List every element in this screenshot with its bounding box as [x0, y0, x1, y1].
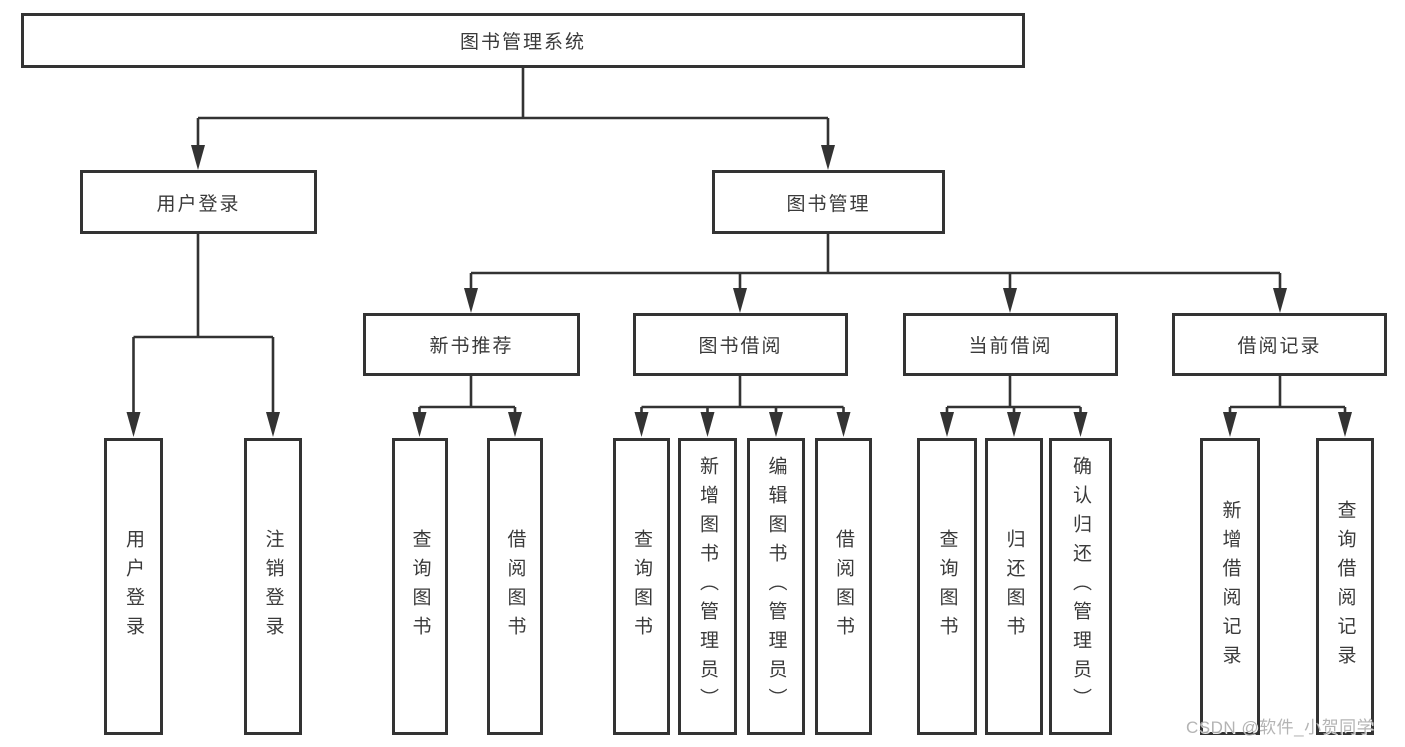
leaf-borrow-books-borrowing: 借阅图书: [815, 438, 872, 735]
leaf-query-books-recommend: 查询图书: [392, 438, 448, 735]
leaf-user-login-label: 用户登录: [123, 528, 144, 645]
node-current-borrowing: 当前借阅: [903, 313, 1118, 376]
node-new-book-recommend: 新书推荐: [363, 313, 580, 376]
leaf-add-book-admin-label: 新增图书（管理员）: [697, 456, 718, 717]
leaf-logout: 注销登录: [244, 438, 302, 735]
leaf-edit-book-admin: 编辑图书（管理员）: [747, 438, 805, 735]
node-user-login: 用户登录: [80, 170, 317, 234]
leaf-logout-label: 注销登录: [262, 528, 284, 645]
leaf-query-borrow-record-label: 查询借阅记录: [1334, 499, 1356, 674]
node-borrow-records: 借阅记录: [1172, 313, 1387, 376]
leaf-edit-book-admin-label: 编辑图书（管理员）: [765, 456, 787, 717]
leaf-query-borrow-record: 查询借阅记录: [1316, 438, 1374, 735]
leaf-confirm-return-admin: 确认归还（管理员）: [1049, 438, 1112, 735]
leaf-query-books-borrowing: 查询图书: [613, 438, 670, 735]
node-book-borrowing: 图书借阅: [633, 313, 848, 376]
leaf-return-books: 归还图书: [985, 438, 1043, 735]
connector-line-group: [132, 68, 1347, 418]
leaf-return-books-label: 归还图书: [1003, 528, 1025, 645]
leaf-add-borrow-record-label: 新增借阅记录: [1219, 499, 1241, 674]
leaf-user-login: 用户登录: [104, 438, 163, 735]
leaf-confirm-return-admin-label: 确认归还（管理员）: [1070, 456, 1091, 717]
leaf-borrow-books-recommend-label: 借阅图书: [504, 528, 526, 645]
leaf-borrow-books-borrowing-label: 借阅图书: [833, 528, 854, 645]
leaf-add-book-admin: 新增图书（管理员）: [678, 438, 737, 735]
leaf-query-books-borrowing-label: 查询图书: [631, 528, 652, 645]
csdn-watermark: CSDN @软件_小贺同学: [1186, 718, 1375, 737]
leaf-query-books-recommend-label: 查询图书: [409, 528, 431, 645]
leaf-query-books-current: 查询图书: [917, 438, 977, 735]
leaf-borrow-books-recommend: 借阅图书: [487, 438, 543, 735]
node-book-management: 图书管理: [712, 170, 945, 234]
leaf-add-borrow-record: 新增借阅记录: [1200, 438, 1260, 735]
node-library-management-system: 图书管理系统: [21, 13, 1025, 68]
leaf-query-books-current-label: 查询图书: [936, 528, 958, 645]
arrowhead-down-icons: [126, 145, 1352, 437]
